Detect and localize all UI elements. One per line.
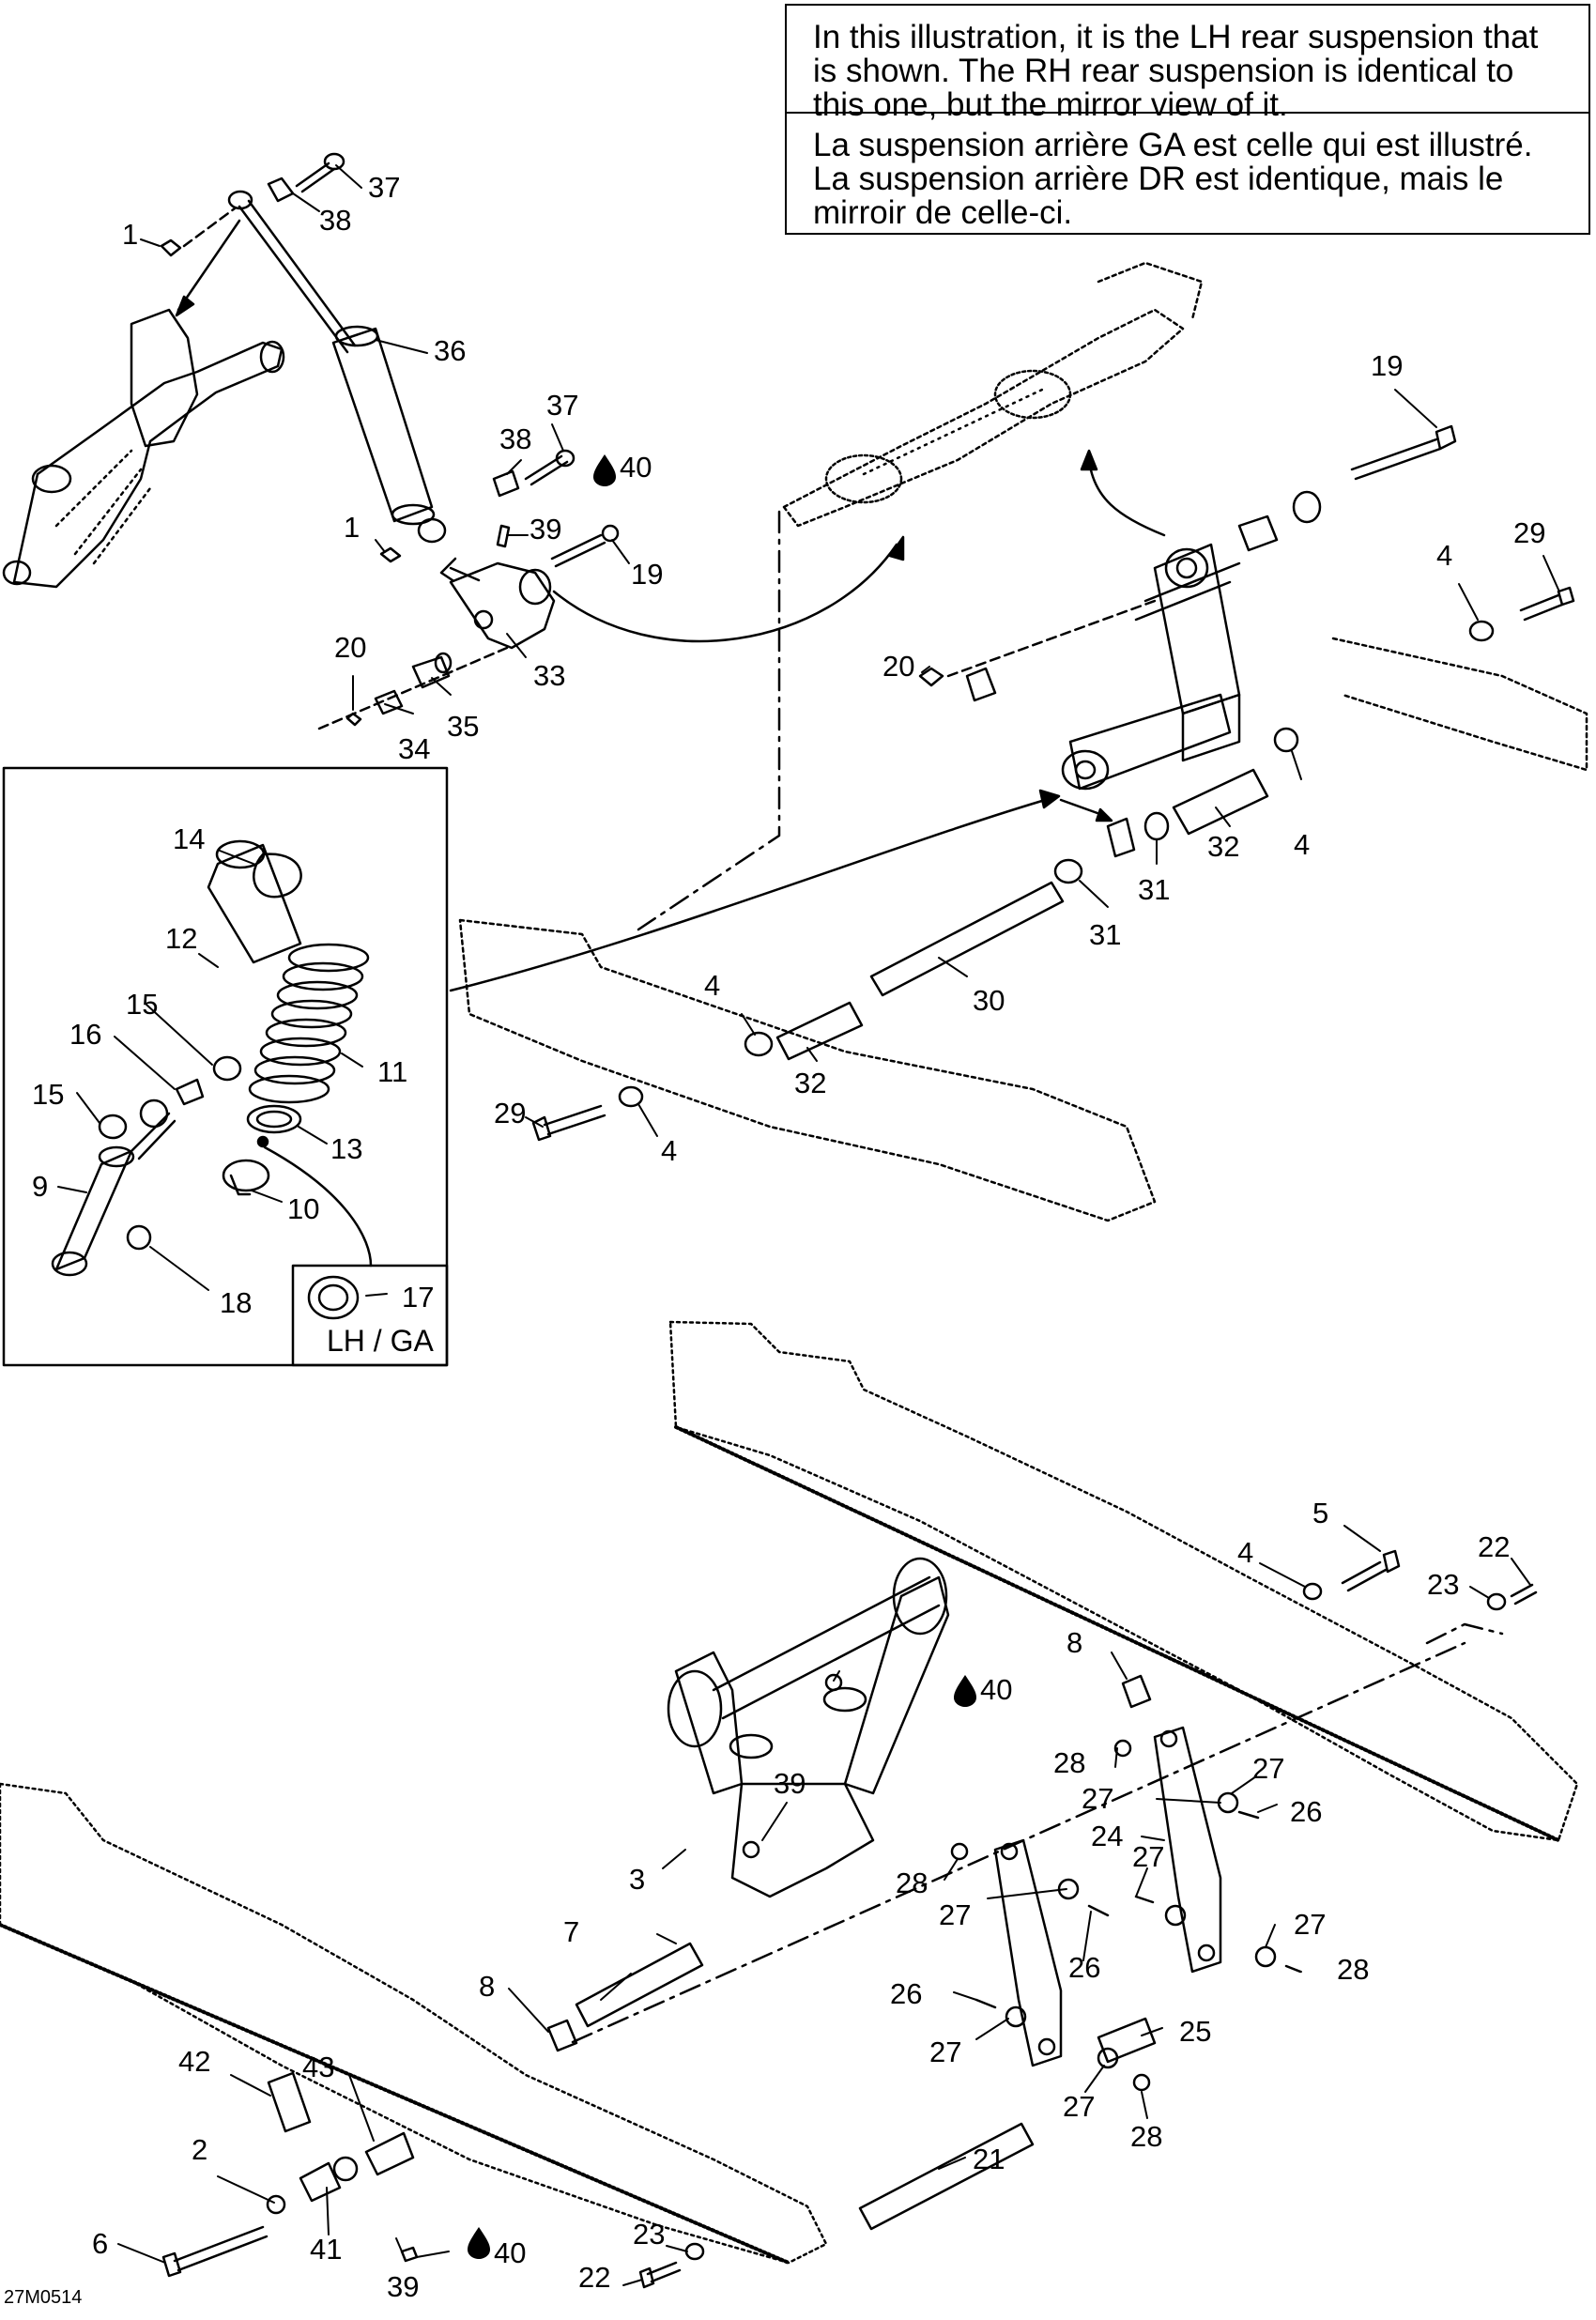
callout-37: 37: [368, 171, 400, 204]
callout-28: 28: [896, 1867, 928, 1899]
callout-29: 29: [1513, 516, 1545, 549]
lower-rail-assembly: [0, 1320, 1579, 2289]
callout-28: 28: [1053, 1746, 1085, 1779]
callout-8: 8: [1067, 1626, 1082, 1659]
callout-27: 27: [1294, 1908, 1326, 1941]
callout-8: 8: [479, 1970, 495, 2003]
callout-42: 42: [178, 2045, 210, 2078]
drawing-code: 27M0514: [4, 2287, 83, 2308]
illustration-note-box: In this illustration, it is the LH rear …: [785, 4, 1590, 235]
note-french: La suspension arrière GA est celle qui e…: [813, 127, 1533, 231]
callout-4: 4: [1436, 539, 1452, 572]
callout-31: 31: [1089, 918, 1121, 951]
callout-38: 38: [319, 204, 351, 237]
callout-23: 23: [633, 2218, 665, 2251]
callout-27: 27: [1132, 1840, 1164, 1873]
callout-32: 32: [794, 1067, 826, 1099]
callout-27: 27: [1082, 1782, 1113, 1815]
note-english: In this illustration, it is the LH rear …: [787, 6, 1588, 122]
callout-5: 5: [1312, 1497, 1328, 1529]
callout-4: 4: [661, 1134, 677, 1167]
callout-36: 36: [434, 334, 466, 367]
callout-39: 39: [387, 2270, 419, 2303]
callout-39: 39: [529, 513, 561, 545]
callout-18: 18: [220, 1286, 252, 1319]
inset-side-label: LH / GA: [327, 1324, 434, 1358]
callout-34: 34: [398, 732, 430, 765]
callout-12: 12: [165, 922, 197, 955]
upper-right-shock-assembly: [449, 261, 1588, 1222]
shock-detail-inset: [2, 766, 449, 1367]
callout-27: 27: [939, 1898, 971, 1931]
callout-leaders: [57, 164, 1559, 2286]
callout-23: 23: [1427, 1568, 1459, 1601]
callout-39: 39: [774, 1767, 806, 1800]
callout-26: 26: [1068, 1951, 1100, 1984]
callout-17: 17: [402, 1281, 434, 1314]
callout-14: 14: [173, 822, 205, 855]
callout-38: 38: [499, 423, 531, 455]
oil-drop-icon: [468, 454, 976, 2259]
callout-40: 40: [980, 1673, 1012, 1706]
callout-28: 28: [1130, 2120, 1162, 2153]
callout-27: 27: [1252, 1752, 1284, 1785]
callout-7: 7: [563, 1915, 579, 1948]
callout-13: 13: [330, 1132, 362, 1165]
callout-25: 25: [1179, 2015, 1211, 2048]
callout-3: 3: [629, 1863, 645, 1896]
callout-40: 40: [494, 2236, 526, 2269]
callout-16: 16: [69, 1018, 101, 1051]
callout-32: 32: [1207, 830, 1239, 863]
callout-4: 4: [1294, 828, 1310, 861]
callout-1: 1: [122, 218, 138, 251]
callout-27: 27: [929, 2036, 961, 2068]
callout-21: 21: [973, 2143, 1005, 2175]
callout-30: 30: [973, 984, 1005, 1017]
callout-43: 43: [302, 2051, 334, 2083]
callout-41: 41: [310, 2233, 342, 2266]
callout-26: 26: [1290, 1795, 1322, 1828]
callout-10: 10: [287, 1192, 319, 1225]
callout-19: 19: [631, 558, 663, 591]
callout-6: 6: [92, 2227, 108, 2260]
callout-27: 27: [1063, 2090, 1095, 2123]
callout-15: 15: [126, 988, 158, 1021]
callout-24: 24: [1091, 1820, 1123, 1852]
callout-9: 9: [32, 1170, 48, 1203]
callout-31: 31: [1138, 873, 1170, 906]
callout-11: 11: [377, 1055, 407, 1088]
callout-20: 20: [882, 650, 914, 683]
callout-33: 33: [533, 659, 565, 692]
callout-26: 26: [890, 1977, 922, 2010]
callout-35: 35: [447, 710, 479, 743]
callout-19: 19: [1371, 349, 1403, 382]
callout-22: 22: [578, 2261, 610, 2294]
upper-left-arm-assembly: [2, 152, 905, 730]
callout-20: 20: [334, 631, 366, 664]
callout-40: 40: [620, 451, 652, 484]
callout-28: 28: [1337, 1953, 1369, 1986]
callout-37: 37: [546, 389, 578, 422]
callout-22: 22: [1478, 1530, 1510, 1563]
callout-1: 1: [344, 511, 360, 544]
callout-2: 2: [192, 2133, 207, 2166]
callout-15: 15: [32, 1078, 64, 1111]
callout-4: 4: [1237, 1536, 1253, 1569]
callout-4: 4: [704, 969, 720, 1002]
callout-numbers: 1 38 37 36 37 38 40 1 39 19 33 20 35 34 …: [32, 171, 1545, 2303]
callout-29: 29: [494, 1097, 526, 1129]
